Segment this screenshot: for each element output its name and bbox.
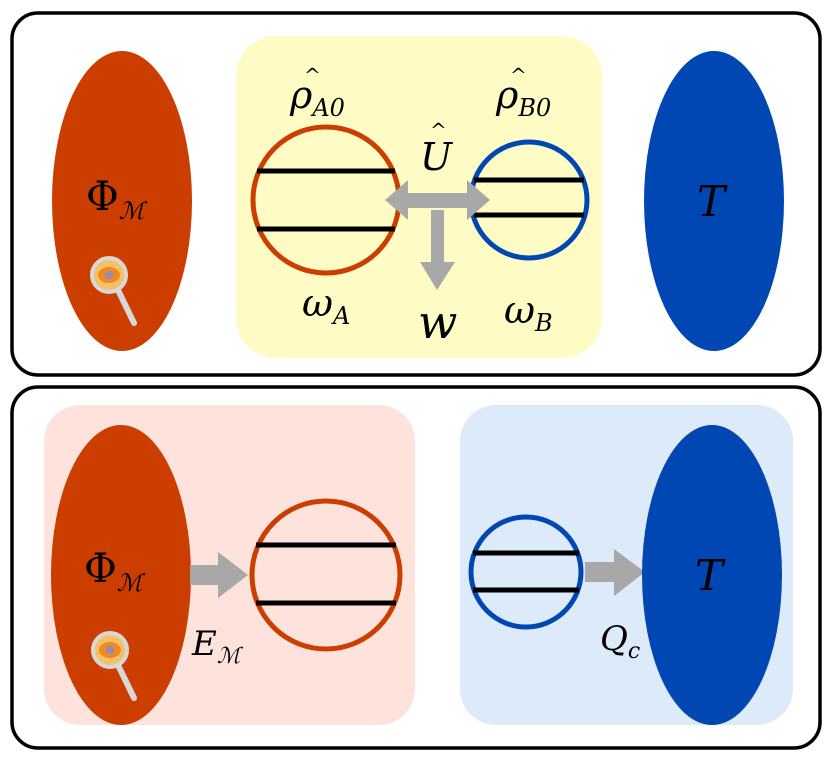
measurement-label: Φℳ — [86, 174, 148, 225]
bottom-panel: Φℳ Eℳ — [10, 385, 822, 750]
thermal-label-bottom: T — [695, 551, 726, 600]
thermal-label: T — [697, 177, 728, 226]
energy-label: Eℳ — [191, 624, 244, 669]
energy-arrow — [190, 552, 248, 598]
magnifier-eye-icon — [91, 631, 137, 701]
freq-b-label: ωB — [504, 288, 553, 337]
qubit-a-bottom — [249, 498, 403, 652]
top-panel: Φℳ T ρA0 ^ ωA — [10, 11, 822, 377]
phi-subscript: ℳ — [119, 197, 148, 225]
unitary-hat: ^ — [430, 118, 447, 142]
state-b-label: ρB0 — [495, 73, 551, 122]
work-arrow — [420, 210, 455, 290]
heat-label: Qc — [600, 619, 640, 664]
thermal-reservoir-bottom: T — [642, 425, 782, 725]
phi-symbol: Φ — [86, 174, 119, 220]
state-a-hat: ^ — [304, 63, 321, 87]
thermal-ellipse — [644, 51, 784, 351]
freq-a-label: ωA — [302, 281, 350, 330]
coupling-arrow — [385, 180, 490, 220]
unitary-label: U — [420, 135, 454, 179]
work-label: w — [418, 295, 457, 349]
measurement-label-bottom: Φℳ — [84, 546, 146, 597]
qubit-b-bottom — [468, 514, 584, 630]
measurement-reservoir-top: Φℳ — [52, 51, 192, 351]
measurement-reservoir-bottom: Φℳ — [51, 425, 191, 725]
state-a-label: ρA0 — [289, 73, 345, 122]
measurement-ellipse — [52, 51, 192, 351]
magnifier-eye-icon — [90, 256, 137, 326]
state-b-hat: ^ — [510, 63, 527, 87]
thermal-reservoir-top: T — [644, 51, 784, 351]
heat-arrow — [585, 549, 645, 596]
